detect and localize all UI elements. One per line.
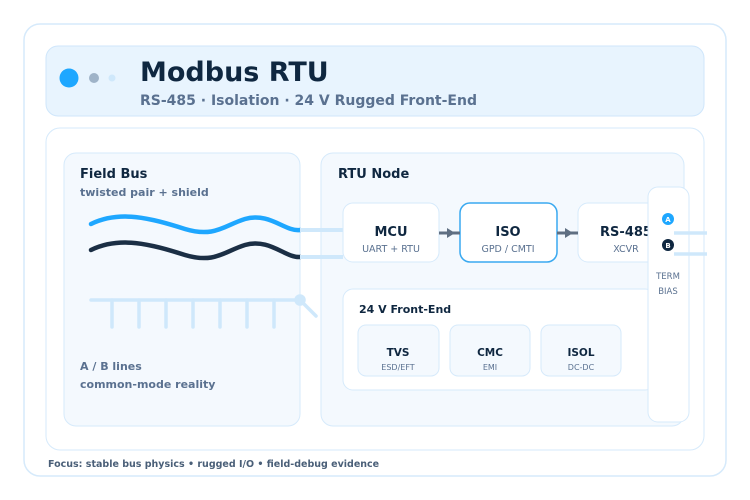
cmc-label: CMC [477,347,503,359]
termination-strip: A B TERM BIAS [647,186,707,423]
rtu-node-title: RTU Node [338,167,409,182]
bus-wire-a [88,214,303,235]
pin-b-label: B [665,242,670,250]
field-bus-title: Field Bus [80,167,148,182]
iso-sub: GPD / CMTI [481,244,534,255]
pin-a-label: A [665,216,671,224]
cmc-block: CMC EMI [449,324,531,377]
field-bus-note-2: common-mode reality [80,378,215,391]
tvs-block: TVS ESD/EFT [357,324,440,377]
rs485-sub: XCVR [613,244,639,255]
cmc-sub: EMI [483,363,497,372]
status-dot-small [108,74,116,82]
pin-a-icon [662,213,674,225]
status-dot-medium [89,73,99,83]
isol-block: ISOL DC-DC [540,324,622,377]
isol-label: ISOL [567,347,594,359]
mcu-block: MCU UART + RTU [342,202,440,263]
footer-focus-text: Focus: stable bus physics • rugged I/O •… [48,459,379,470]
status-dot-large [59,68,79,88]
tvs-sub: ESD/EFT [381,363,415,372]
pin-b-icon [662,239,674,251]
bus-wire-b [88,240,303,261]
arrow-mcu-to-iso [439,228,460,238]
header-banner [45,45,705,117]
term-label: TERM [655,272,680,282]
tvs-label: TVS [387,347,410,359]
rs485-label: RS-485 [600,225,652,240]
page-subtitle: RS-485 · Isolation · 24 V Rugged Front-E… [140,93,477,109]
field-bus-note-1: A / B lines [80,360,142,373]
isol-sub: DC-DC [568,363,595,372]
field-bus-subtitle: twisted pair + shield [80,186,209,199]
page-title: Modbus RTU [140,57,329,88]
front-end-title: 24 V Front-End [359,303,451,316]
iso-label: ISO [495,225,520,240]
bias-label: BIAS [658,287,678,297]
iso-block: ISO GPD / CMTI [459,202,558,263]
mcu-label: MCU [374,225,407,240]
mcu-sub: UART + RTU [362,244,420,255]
shield-ground-comb [89,294,318,329]
arrow-iso-to-rs485 [557,228,578,238]
